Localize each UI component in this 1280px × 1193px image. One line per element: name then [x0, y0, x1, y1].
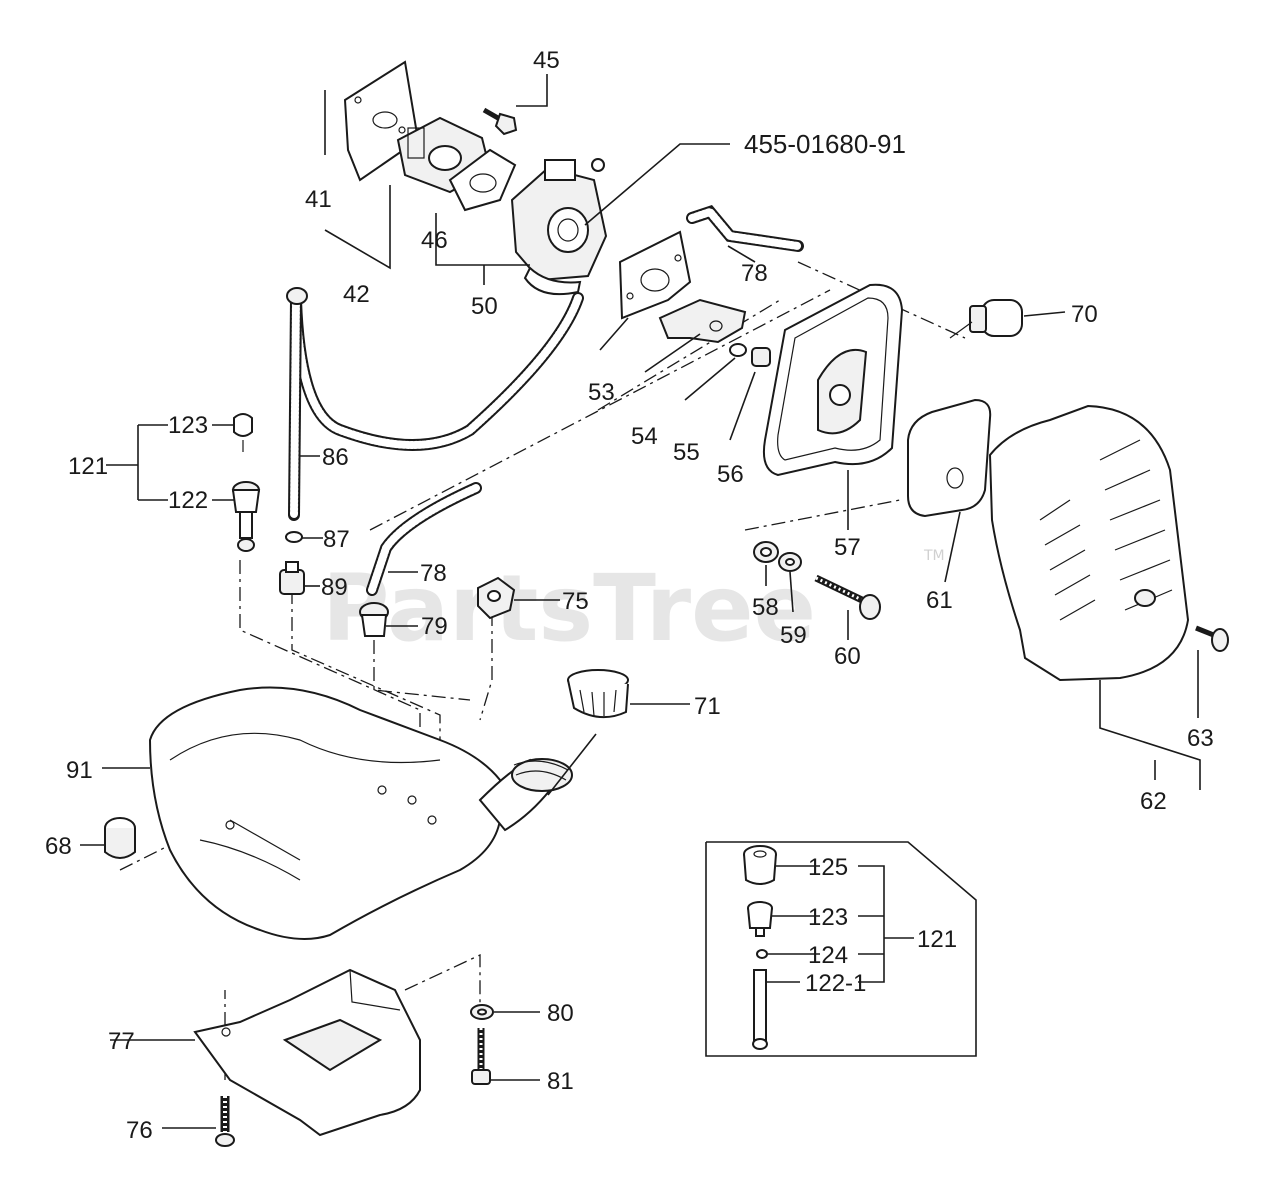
part-89-fuel-filter — [279, 561, 305, 595]
callout-86: 86 — [322, 444, 349, 471]
part-79-grommet — [359, 602, 389, 637]
part-78-vent-hose — [366, 482, 482, 596]
inset-121-assembly — [705, 841, 977, 1057]
callout-122-1: 122-1 — [805, 970, 866, 997]
callout-56: 56 — [717, 461, 744, 488]
part-124-oring — [756, 949, 768, 959]
callout-77: 77 — [108, 1028, 135, 1055]
part-53-gasket — [618, 230, 692, 320]
part-75-cap — [477, 576, 516, 620]
callout-71: 71 — [694, 693, 721, 720]
callout-121-left: 121 — [68, 453, 108, 480]
part-55-ring — [729, 343, 747, 357]
part-78-return-hose — [686, 205, 804, 252]
callout-122: 122 — [168, 487, 208, 514]
callout-78-top: 78 — [741, 260, 768, 287]
callout-124: 124 — [808, 942, 848, 969]
callout-57: 57 — [834, 534, 861, 561]
callout-75: 75 — [562, 588, 589, 615]
part-122-1-valve-pipe — [752, 969, 768, 1050]
callout-80: 80 — [547, 1000, 574, 1027]
callout-76: 76 — [126, 1117, 153, 1144]
part-71-fuel-cap — [567, 669, 629, 719]
part-63-screw — [1195, 625, 1229, 652]
part-80-washer — [470, 1004, 494, 1020]
part-61-filter-element — [907, 398, 992, 518]
callout-60: 60 — [834, 643, 861, 670]
callout-62: 62 — [1140, 788, 1167, 815]
part-76-bolt — [215, 1096, 235, 1147]
part-54-choke-lever — [658, 298, 747, 344]
leader-lines — [80, 74, 1201, 1129]
callout-46: 46 — [421, 227, 448, 254]
callout-59: 59 — [780, 622, 807, 649]
callout-63: 63 — [1187, 725, 1214, 752]
part-86-fuel-hose — [286, 287, 584, 521]
callout-50: 50 — [471, 293, 498, 320]
watermark-tm: TM — [923, 548, 945, 564]
part-50-carburetor — [510, 158, 608, 296]
callout-55: 55 — [673, 439, 700, 466]
callout-455-01680-91: 455-01680-91 — [744, 129, 906, 159]
callout-70: 70 — [1071, 301, 1098, 328]
part-77-tank-bracket — [193, 968, 421, 1137]
part-91-fuel-tank — [148, 686, 573, 940]
callout-41: 41 — [305, 186, 332, 213]
callout-58: 58 — [752, 594, 779, 621]
part-123-valve-cap — [233, 413, 253, 452]
callout-61: 61 — [926, 587, 953, 614]
part-59-washer — [778, 552, 802, 572]
part-81-bolt — [471, 1028, 491, 1085]
part-62-cover — [988, 404, 1190, 682]
callout-78-mid: 78 — [420, 560, 447, 587]
part-125-valve-cap — [743, 845, 777, 885]
part-56-collar — [751, 347, 771, 367]
callout-68: 68 — [45, 833, 72, 860]
part-58-washer — [753, 541, 779, 563]
callout-123-inset: 123 — [808, 904, 848, 931]
part-60-bolt — [814, 574, 881, 620]
callout-45: 45 — [533, 47, 560, 74]
part-45-bolt — [482, 107, 518, 136]
callout-123-left: 123 — [168, 412, 208, 439]
callout-81: 81 — [547, 1068, 574, 1095]
part-122-valve-body — [231, 481, 261, 552]
callout-79: 79 — [421, 613, 448, 640]
callout-125: 125 — [808, 854, 848, 881]
callout-labels: 45 455-01680-91 41 42 46 50 78 70 53 54 … — [45, 47, 1214, 1144]
part-68-cushion — [104, 817, 136, 859]
callout-87: 87 — [323, 526, 350, 553]
callout-53: 53 — [588, 379, 615, 406]
callout-91: 91 — [66, 757, 93, 784]
part-70-primer — [949, 299, 1023, 339]
callout-89: 89 — [321, 574, 348, 601]
watermark-text: PartsTree — [322, 555, 816, 662]
callout-54: 54 — [631, 423, 658, 450]
part-57-air-cleaner-case — [762, 283, 904, 477]
callout-121-inset: 121 — [917, 926, 957, 953]
part-123-inset-cap — [747, 901, 773, 937]
callout-42: 42 — [343, 281, 370, 308]
part-87-clip — [285, 531, 303, 543]
part-46-gasket — [448, 148, 517, 212]
